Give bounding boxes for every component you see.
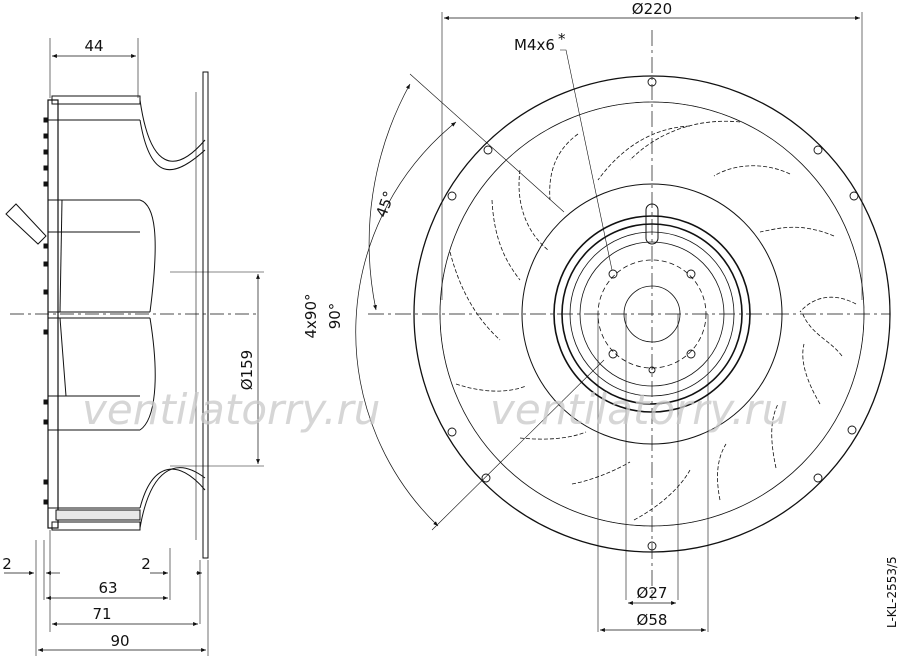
cable: [5, 203, 47, 245]
dim-63-label: 63: [98, 579, 117, 597]
impeller-blades: [449, 120, 857, 521]
threaded-holes: [608, 269, 696, 374]
cover-plate-outline: [413, 75, 891, 553]
thread-label: M4x6: [514, 36, 555, 54]
cable-slot: [645, 203, 659, 245]
watermarks: ventilatorry.ru ventilatorry.ru: [82, 385, 788, 434]
dim-2-right-label: 2: [141, 555, 151, 573]
dim-220-label: Ø220: [632, 0, 672, 18]
rotor-body: [47, 99, 59, 529]
dim-44-label: 44: [84, 37, 103, 55]
side-view-labels: 44 Ø159 2 2 63 71 90: [2, 37, 256, 650]
dim-58-label: Ø58: [637, 611, 668, 629]
dim-27-label: Ø27: [637, 584, 668, 602]
angle-arc-45: [368, 83, 411, 311]
watermark-right: ventilatorry.ru: [490, 385, 788, 434]
side-view: [4, 38, 264, 656]
thread-star: *: [558, 30, 566, 48]
dim-90-label: 90: [110, 632, 129, 650]
angle-4x90-label: 4x90°: [302, 293, 320, 338]
front-view: [355, 12, 891, 632]
dim-71-label: 71: [92, 605, 111, 623]
dim-159-label: Ø159: [238, 350, 256, 390]
dim-2-left-label: 2: [2, 555, 12, 573]
angle-arc-4x90: [355, 121, 457, 527]
rivets: [43, 117, 49, 505]
angle-90-label: 90°: [326, 303, 344, 330]
drawing-code: L-KL-2553/5: [885, 556, 899, 628]
front-view-labels: Ø220 M4x6 * 45° 4x90° 90° Ø27 Ø58: [302, 0, 672, 629]
cover-plate: [202, 71, 209, 559]
watermark-left: ventilatorry.ru: [82, 385, 380, 434]
